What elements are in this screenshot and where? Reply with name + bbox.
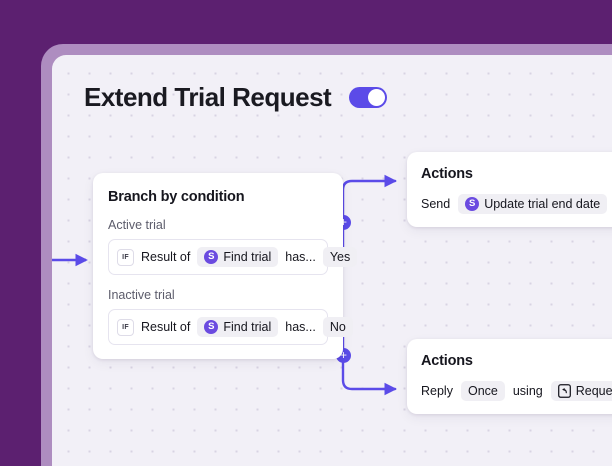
condition-source-label-inactive: Find trial	[223, 320, 272, 334]
action-verb-send: Send	[421, 197, 451, 211]
condition-operator-inactive: has...	[285, 320, 316, 334]
condition-prefix-active: Result of	[141, 250, 191, 264]
actions-card-title: Actions	[421, 353, 473, 369]
action-target-token-send[interactable]: S Update trial end date	[458, 194, 608, 214]
header: Extend Trial Request	[84, 82, 388, 113]
action-frequency-chip[interactable]: Once	[460, 381, 505, 401]
action-verb-reply: Reply	[421, 384, 453, 398]
page-title: Extend Trial Request	[84, 82, 332, 112]
action-target-label-send: Update trial end date	[484, 197, 601, 211]
action-connector-word: using	[512, 384, 543, 398]
condition-operator-active: has...	[285, 250, 316, 264]
salesforce-icon: S	[204, 320, 219, 334]
branch-label-inactive: Inactive trial	[108, 288, 175, 302]
action-template-label: Request	[575, 384, 612, 398]
branch-by-condition-card[interactable]: Branch by condition Active trial IF Resu…	[93, 173, 358, 359]
workflow-enable-toggle[interactable]	[349, 87, 388, 108]
salesforce-icon: S	[204, 250, 219, 264]
condition-source-token-active[interactable]: S Find trial	[197, 247, 279, 267]
action-template-token[interactable]: Request	[550, 381, 612, 401]
branch-label-active: Active trial	[108, 218, 166, 232]
actions-card-title: Actions	[421, 166, 473, 182]
condition-row-inactive[interactable]: IF Result of S Find trial has... No	[108, 309, 353, 345]
actions-card-send[interactable]: Actions Send S Update trial end date	[407, 152, 612, 227]
action-row-reply[interactable]: Reply Once using Request	[421, 381, 612, 401]
condition-prefix-inactive: Result of	[141, 320, 191, 334]
condition-value-inactive[interactable]: No	[322, 317, 353, 337]
condition-row-active[interactable]: IF Result of S Find trial has... Yes	[108, 239, 358, 275]
if-icon: IF	[117, 318, 134, 336]
actions-card-reply[interactable]: Actions Reply Once using Request	[407, 339, 612, 414]
salesforce-icon: S	[465, 197, 480, 211]
condition-value-active[interactable]: Yes	[322, 247, 358, 267]
condition-source-token-inactive[interactable]: S Find trial	[197, 317, 279, 337]
reply-document-icon	[557, 384, 571, 398]
if-icon: IF	[117, 248, 134, 266]
condition-source-label-active: Find trial	[223, 250, 272, 264]
action-row-send[interactable]: Send S Update trial end date	[421, 194, 612, 214]
branch-card-title: Branch by condition	[108, 189, 245, 205]
